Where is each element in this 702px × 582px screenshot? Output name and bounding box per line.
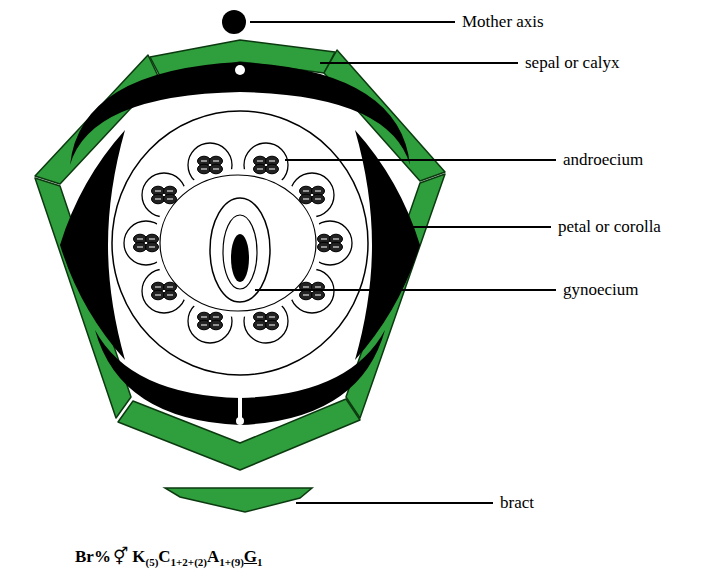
formula-subscript: (5)	[145, 556, 158, 568]
formula-symbol: C	[158, 547, 170, 566]
formula-symbol: Br%	[75, 547, 111, 566]
part-label: gynoecium	[563, 280, 639, 300]
floral-formula: Br%⚥K(5)C1+2+(2)A1+(9)G1	[75, 545, 263, 569]
carpel	[210, 198, 270, 302]
ovary-wall	[223, 215, 257, 289]
part-label: Mother axis	[462, 12, 544, 32]
formula-symbol: K	[132, 547, 145, 566]
bract-shape	[165, 488, 312, 512]
formula-subscript: 1	[257, 556, 263, 568]
calyx	[35, 40, 445, 470]
staminal-tube	[124, 143, 352, 343]
floral-ring	[112, 111, 368, 375]
formula-symbol: A	[207, 547, 219, 566]
anthers	[134, 156, 343, 330]
part-label: sepal or calyx	[525, 53, 619, 73]
formula-subscript: 1+(9)	[219, 556, 244, 568]
part-label: bract	[500, 493, 534, 513]
standard-notch	[235, 65, 245, 75]
mother-axis	[222, 10, 246, 34]
formula-symbol: ⚥	[113, 546, 128, 566]
keel-notch	[236, 417, 244, 425]
corolla	[60, 62, 420, 425]
ovule	[231, 234, 249, 282]
part-label: petal or corolla	[558, 217, 661, 237]
formula-subscript: 1+2+(2)	[171, 556, 207, 568]
part-label: androecium	[563, 150, 643, 170]
formula-symbol: G	[244, 547, 257, 566]
leader-lines	[250, 22, 556, 503]
